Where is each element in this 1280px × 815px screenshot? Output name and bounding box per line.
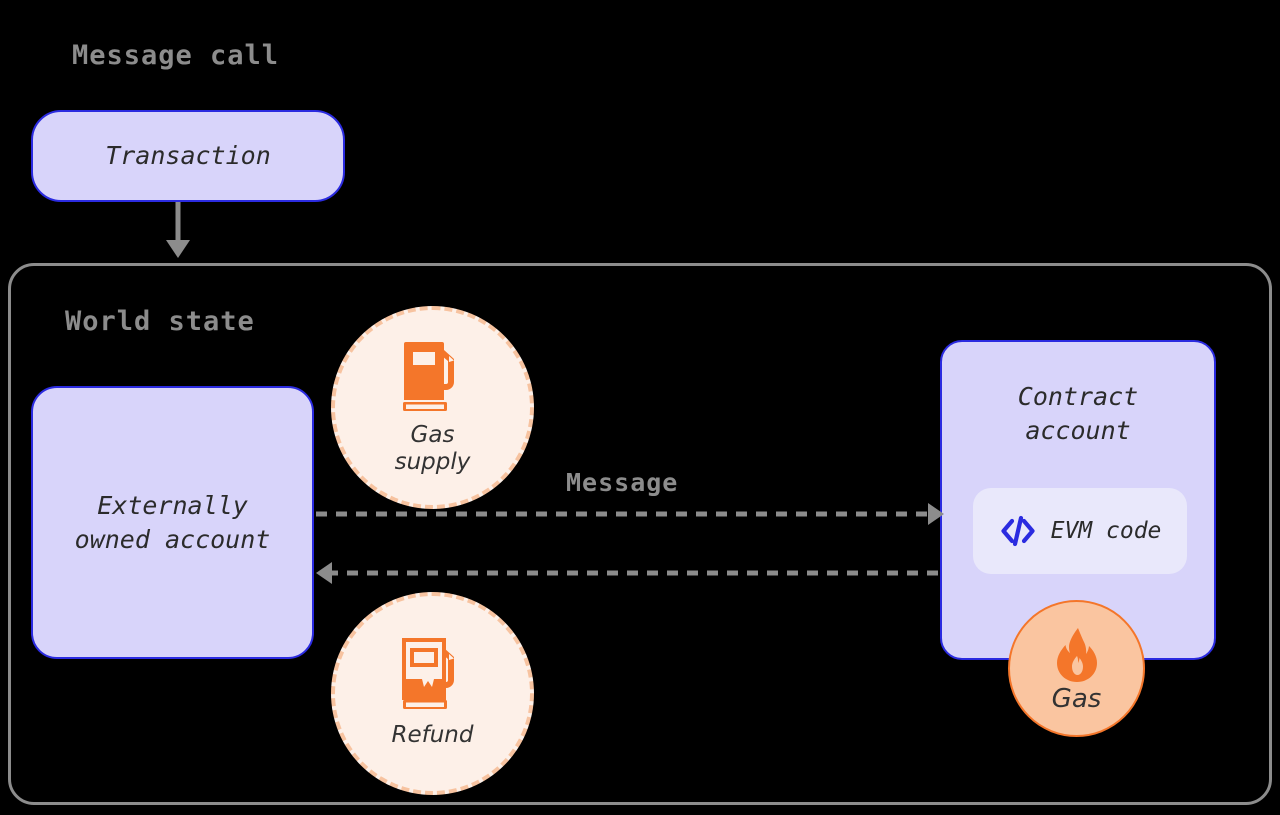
externally-owned-account-label: Externally owned account <box>74 490 271 554</box>
transaction-label: Transaction <box>105 141 271 171</box>
arrow-transaction-to-world-state <box>166 202 190 258</box>
gas-badge-label: Gas <box>1051 683 1102 714</box>
fuel-pump-full-icon <box>402 342 454 412</box>
message-edge-label: Message <box>566 468 679 497</box>
gas-badge[interactable]: Gas <box>1008 600 1145 737</box>
gas-supply-label: Gas supply <box>394 422 471 475</box>
gas-supply-node[interactable]: Gas supply <box>331 306 534 509</box>
flame-icon <box>1056 627 1097 682</box>
refund-label: Refund <box>391 722 474 749</box>
evm-code-chip[interactable]: EVM code <box>973 488 1187 574</box>
world-state-title: World state <box>65 306 255 337</box>
transaction-node[interactable]: Transaction <box>31 110 345 202</box>
contract-account-label: Contract account <box>1017 382 1139 445</box>
refund-node[interactable]: Refund <box>331 592 534 795</box>
world-state-container <box>8 263 1272 805</box>
evm-code-label: EVM code <box>1050 518 1162 544</box>
fuel-pump-partial-icon <box>401 638 454 710</box>
code-brackets-icon <box>1001 515 1035 547</box>
externally-owned-account-node[interactable]: Externally owned account <box>31 386 314 659</box>
message-call-title: Message call <box>72 40 280 71</box>
